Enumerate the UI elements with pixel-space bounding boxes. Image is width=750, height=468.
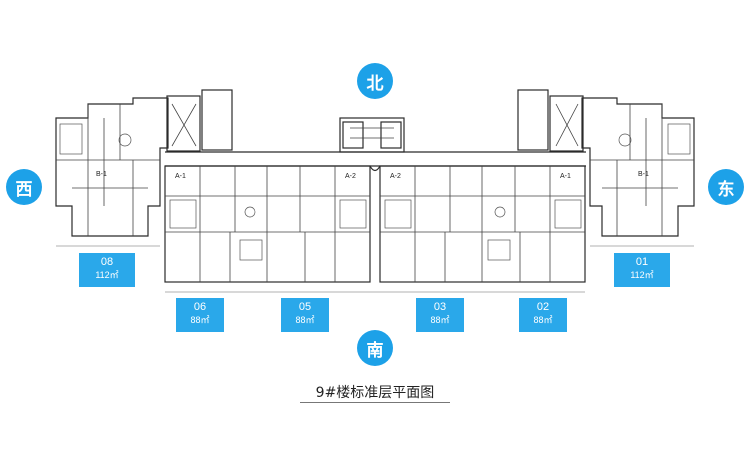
- caption-underline: [300, 402, 450, 403]
- compass-east: 东: [708, 169, 744, 205]
- right-middle-block: [379, 165, 586, 283]
- compass-south: 南: [357, 330, 393, 366]
- unit-badge-03: 03 88㎡: [416, 298, 464, 332]
- room-label-a1-left: A-1: [175, 173, 186, 180]
- right-wing-outline: [581, 97, 695, 237]
- compass-north: 北: [357, 63, 393, 99]
- unit-badge-01: 01 112㎡: [614, 253, 670, 287]
- unit-badge-08: 08 112㎡: [79, 253, 135, 287]
- room-label-b1-left: B-1: [96, 171, 107, 178]
- room-label-a2-left: A-2: [345, 173, 356, 180]
- unit-number: 03: [433, 301, 447, 313]
- left-middle-block: [164, 165, 371, 283]
- compass-west: 西: [6, 169, 42, 205]
- unit-area: 112㎡: [95, 270, 119, 280]
- unit-number: 01: [635, 256, 649, 268]
- north-core: [339, 117, 405, 153]
- unit-badge-02: 02 88㎡: [519, 298, 567, 332]
- plan-caption: 9#楼标准层平面图: [315, 385, 435, 401]
- unit-area: 88㎡: [533, 315, 553, 325]
- unit-area: 88㎡: [295, 315, 315, 325]
- room-label-a2-right: A-2: [390, 173, 401, 180]
- left-stair-core: [166, 95, 201, 152]
- right-stair-core: [549, 95, 584, 152]
- room-label-b1-right: B-1: [638, 171, 649, 178]
- left-wing-outline: [55, 97, 169, 237]
- unit-area: 88㎡: [190, 315, 210, 325]
- unit-badge-05: 05 88㎡: [281, 298, 329, 332]
- unit-number: 08: [100, 256, 114, 268]
- unit-number: 05: [298, 301, 312, 313]
- unit-number: 02: [536, 301, 550, 313]
- unit-number: 06: [193, 301, 207, 313]
- unit-badge-06: 06 88㎡: [176, 298, 224, 332]
- unit-area: 88㎡: [430, 315, 450, 325]
- unit-area: 112㎡: [630, 270, 654, 280]
- corridor: [165, 151, 586, 167]
- room-label-a1-right: A-1: [560, 173, 571, 180]
